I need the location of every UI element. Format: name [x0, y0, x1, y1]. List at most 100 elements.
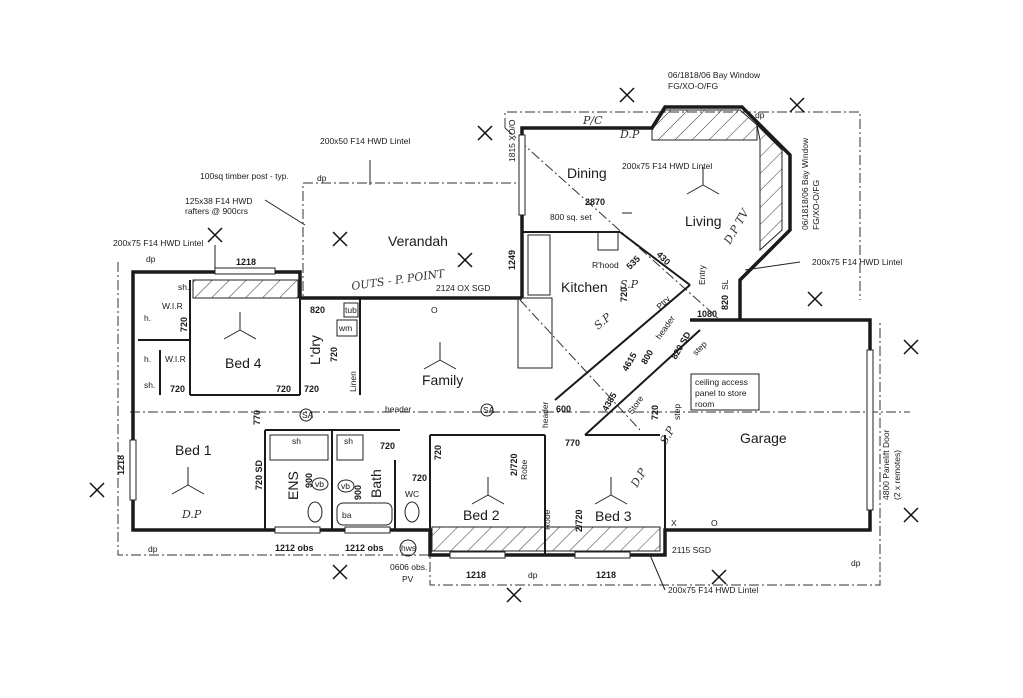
rangehood-label: R'hood	[592, 260, 619, 270]
note-step: step	[672, 404, 682, 420]
setout-cross-icon	[89, 87, 919, 603]
note-720-sd: 720 SD	[254, 459, 264, 490]
windows	[129, 134, 874, 559]
kitchen-bench	[527, 234, 551, 296]
room-bed3: Bed 3	[595, 508, 632, 524]
room-bath: Bath	[368, 469, 384, 498]
room-family: Family	[422, 372, 463, 388]
room-dining: Dining	[567, 165, 607, 181]
tub-label: tub	[345, 305, 357, 315]
note-ceiling-access: ceiling access	[695, 377, 748, 387]
dim-label: 1218	[116, 455, 126, 475]
dim-label: 770	[252, 410, 262, 425]
room-kitchen: Kitchen	[561, 279, 608, 295]
ceiling-access-box	[690, 373, 760, 411]
vanity-basin-label: vb	[315, 479, 324, 489]
marker-x: X	[671, 518, 677, 528]
note-bay-window-top: FG/XO-O/FG	[668, 81, 718, 91]
handwritten-note: D.P	[619, 128, 640, 141]
dim-label: 2/720	[509, 453, 519, 476]
shelf-label: sh.	[178, 282, 189, 292]
note-timber-post: 100sq timber post - typ.	[200, 171, 289, 181]
note-bay-window-side: FG/XO-O/FG	[811, 180, 821, 230]
dim-label: 720	[433, 445, 443, 460]
handwritten-note: D.P	[181, 508, 202, 521]
dim-label: 1249	[507, 250, 517, 270]
dim-label: 600	[556, 404, 571, 414]
smoke-alarm-label: SA	[483, 405, 495, 415]
note-step: step	[690, 339, 709, 358]
note-lintel-entry: 200x75 F14 HWD Lintel	[812, 257, 902, 267]
room-wc: WC	[405, 489, 419, 499]
handwritten-note: P/C	[582, 114, 603, 127]
note-lintel-living: 200x75 F14 HWD Lintel	[622, 161, 712, 171]
hatched-bay-side	[756, 123, 783, 252]
room-bed1: Bed 1	[175, 442, 212, 458]
dim-label: 4615	[620, 351, 639, 373]
dim-label: 1218	[236, 257, 256, 267]
handwritten-note: S.P	[592, 310, 615, 332]
note-lintel-bed4: 200x75 F14 HWD Lintel	[113, 238, 203, 248]
note-sgd-family: 2124 OX SGD	[436, 283, 490, 293]
note-obs-1212: 1212 obs	[275, 543, 314, 553]
downpipe-label: dp	[148, 544, 158, 554]
note-rafters: rafters @ 900crs	[185, 206, 248, 216]
note-panelift-door: 4800 Panelift Door	[881, 429, 891, 500]
vanity-basin-label: vb	[341, 481, 350, 491]
dim-label: 770	[565, 438, 580, 448]
note-obs-1212: 1212 obs	[345, 543, 384, 553]
note-panelift-door: (2 x remotes)	[892, 450, 902, 500]
note-bay-window-top: 06/1818/06 Bay Window	[668, 70, 761, 80]
note-xo-dining: 1815 XO/O	[507, 119, 517, 162]
dim-label: 4385	[600, 391, 619, 413]
dim-label: 720	[170, 384, 185, 394]
dim-label: 1080	[697, 309, 717, 319]
dim-label: 720	[650, 405, 660, 420]
note-lintel-verandah: 200x50 F14 HWD Lintel	[320, 136, 410, 146]
dim-label: 720	[380, 441, 395, 451]
dim-label: 535	[624, 254, 642, 272]
note-ceiling-access: panel to store	[695, 388, 747, 398]
room-entry: Entry	[697, 264, 707, 285]
note-820-sd: 820 SD	[669, 330, 693, 361]
room-pantry: Ptry	[654, 293, 672, 311]
room-living: Living	[685, 213, 722, 229]
hanging-label: h.	[144, 354, 151, 364]
room-wir: W.I.R	[165, 354, 186, 364]
dim-label: 1218	[466, 570, 486, 580]
dim-label: 900	[353, 485, 363, 500]
room-bed4: Bed 4	[225, 355, 262, 371]
downpipe-label: dp	[146, 254, 156, 264]
leader-lines	[214, 160, 801, 591]
room-store: Store	[625, 394, 645, 417]
bathtub-label: ba	[342, 510, 352, 520]
room-linen: Linen	[348, 371, 358, 392]
room-garage: Garage	[740, 430, 787, 446]
note-ceiling-access: room	[695, 399, 714, 409]
dim-label: 720	[412, 473, 427, 483]
room-wir: W.I.R	[162, 301, 183, 311]
room-robe: Robe	[542, 509, 552, 530]
marker-o: O	[431, 305, 438, 315]
note-header: header	[653, 314, 676, 342]
dim-label: 820	[720, 295, 730, 310]
dim-label: 1218	[596, 570, 616, 580]
room-robe: Robe	[519, 459, 529, 480]
note-pv: PV	[402, 574, 414, 584]
dim-label: 820	[310, 305, 325, 315]
handwritten-note: S.P	[620, 278, 639, 291]
room-verandah: Verandah	[388, 233, 448, 249]
cooktop-icon	[597, 231, 619, 251]
dim-label: 720	[619, 287, 629, 302]
hatched-bay-top	[651, 109, 758, 141]
downpipe-label: dp	[755, 110, 765, 120]
dim-label: 720	[276, 384, 291, 394]
marker-o: O	[711, 518, 718, 528]
dim-label: 900	[304, 473, 314, 488]
shower-label: sh	[344, 436, 353, 446]
room-bed2: Bed 2	[463, 507, 500, 523]
handwritten-note: OUTS - P. POINT	[351, 267, 447, 293]
toilet-icon	[404, 501, 420, 523]
handwritten-note: D.P TV	[721, 206, 752, 247]
